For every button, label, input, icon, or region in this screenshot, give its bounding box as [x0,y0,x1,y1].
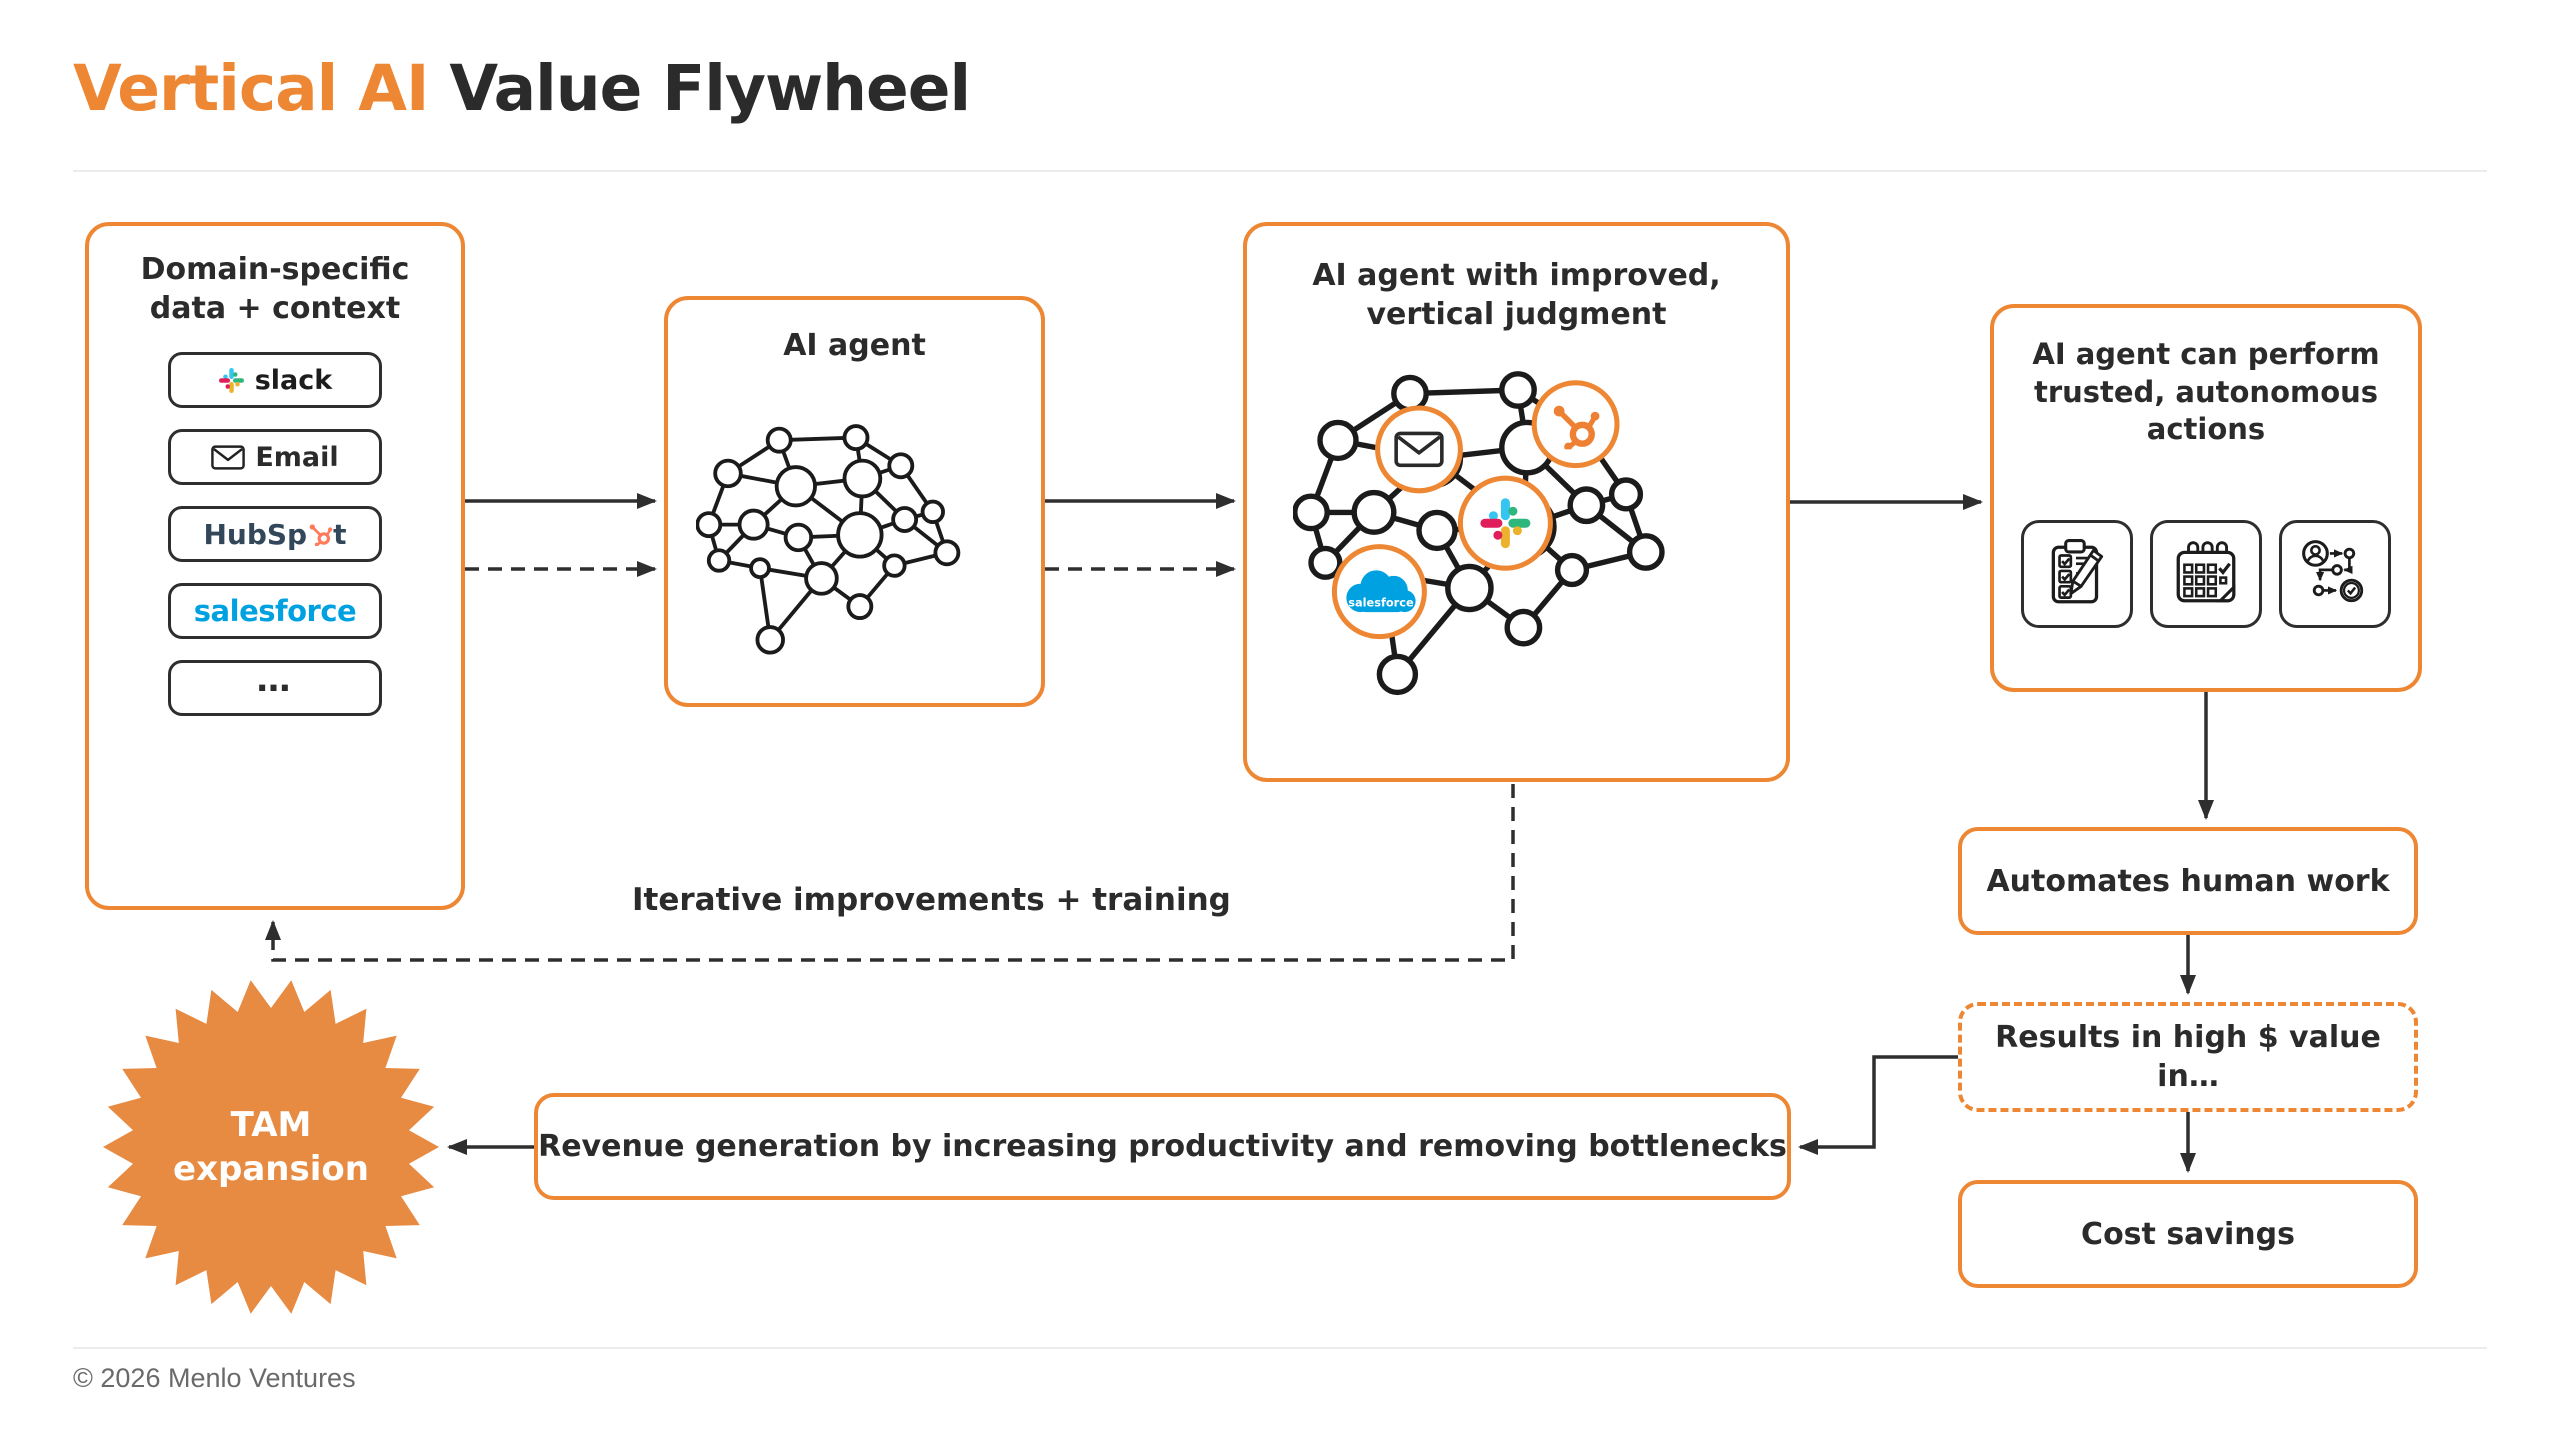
envelope-icon [211,444,246,470]
source-item-ellipsis: … [168,660,382,716]
data-sources-panel: Domain-specific data + context slack Ema… [85,222,465,910]
slack-logo-icon [218,367,244,393]
ai-agent-title: AI agent [783,328,926,363]
checklist-tile [2021,520,2133,628]
tam-starburst: TAM expansion [101,977,441,1317]
improved-agent-title: AI agent with improved, vertical judgmen… [1312,258,1721,332]
revenue-box: Revenue generation by increasing product… [534,1093,1791,1200]
top-divider [73,170,2487,172]
trusted-actions-title: AI agent can perform trusted, autonomous… [2032,337,2380,447]
data-sources-title: Domain-specific data + context [140,252,410,326]
improved-agent-box: AI agent with improved, vertical judgmen… [1243,222,1790,782]
page-title-rest: Value Flywheel [428,52,971,125]
hubspot-sprocket-icon [308,522,334,546]
slack-label: slack [254,364,333,396]
revenue-label: Revenue generation by increasing product… [538,1129,1787,1164]
cost-savings-label: Cost savings [2081,1216,2295,1252]
footer-credit: © 2026 Menlo Ventures [73,1363,356,1393]
hubspot-wordmark-suffix: t [333,517,347,551]
tam-line1: TAM [230,1104,312,1145]
slack-badge-circle [1457,475,1553,571]
workflow-tile [2279,520,2391,628]
dashed-feedback-loop [265,784,1515,962]
source-item-salesforce: salesforce [168,583,382,639]
hubspot-wordmark-prefix: HubSp [203,517,308,551]
source-item-email: Email [168,429,382,485]
tam-text: TAM expansion [101,977,441,1317]
starburst-shape [103,980,439,1314]
feedback-label: Iterative improvements + training [632,882,1231,918]
cost-savings-box: Cost savings [1958,1180,2418,1288]
improved-agent-brain-network [1293,371,1665,696]
automates-box: Automates human work [1958,827,2418,935]
automates-label: Automates human work [1986,863,2390,899]
ai-agent-box: AI agent [664,296,1045,707]
bottom-divider [73,1347,2487,1349]
trusted-actions-box: AI agent can perform trusted, autonomous… [1990,304,2422,692]
results-label: Results in high $ value in… [1995,1020,2381,1094]
ellipsis-label: … [256,660,294,700]
calendar-check-icon [2176,541,2236,603]
source-item-slack: slack [168,352,382,408]
elbow-results-to-revenue [1798,1055,1958,1155]
page-title-accent: Vertical AI [73,52,429,125]
salesforce-wordmark: salesforce [193,594,357,628]
embedded-tool-badges [1331,380,1620,640]
calendar-tile [2150,520,2262,628]
ai-agent-brain-network [696,424,961,655]
email-badge-circle [1375,405,1463,494]
page-title: Vertical AI Value Flywheel [73,52,971,125]
trusted-actions-icons [1994,520,2418,628]
results-box: Results in high $ value in… [1958,1002,2418,1112]
checklist-clipboard-icon [2051,539,2104,604]
tam-line2: expansion [173,1149,369,1189]
workflow-check-icon [2302,540,2364,603]
email-label: Email [255,441,339,473]
